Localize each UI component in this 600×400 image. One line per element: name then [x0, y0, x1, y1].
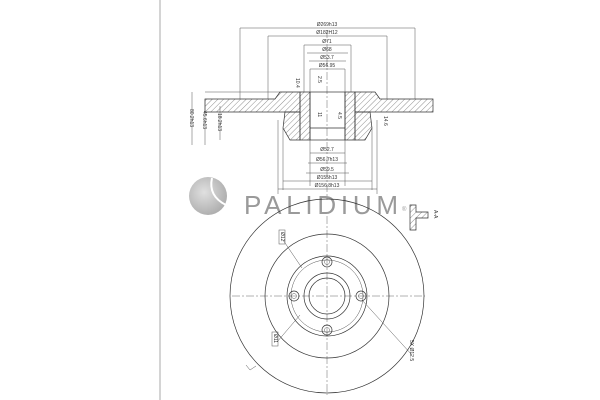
dim-label: Ø52.7	[320, 147, 334, 153]
dim-label: Ø53.7	[320, 55, 334, 61]
dim-label: Ø68	[322, 47, 332, 53]
section-view: Ø269h13 Ø182H12 Ø71 Ø68 Ø53.7 Ø56.95 80.…	[188, 22, 434, 200]
registered-mark: ®	[402, 206, 407, 213]
front-view: Ø12 Ø11 5X Ø12.5	[229, 198, 425, 395]
dim-label: 11	[316, 112, 322, 117]
dim-label: 4.5	[336, 112, 342, 119]
logo-emblem-icon	[189, 177, 227, 215]
dim-label: 45.6h13	[201, 111, 207, 129]
dim-label: Ø269h13	[317, 22, 338, 28]
dim-label: Ø156.8h13	[315, 183, 340, 189]
dim-label: Ø59.5	[320, 167, 334, 173]
dim-label: Ø155h13	[317, 175, 338, 181]
dim-label: 18.2h13	[216, 113, 222, 131]
dim-label: Ø56.95	[319, 63, 336, 69]
callout-label: Ø12	[279, 232, 285, 242]
section-detail: A-A	[409, 204, 438, 231]
dim-label: 10.4	[294, 78, 300, 88]
callout-label: Ø11	[272, 334, 278, 343]
dim-label: 80.2h13	[188, 109, 194, 127]
dim-label: Ø56.7h13	[316, 157, 338, 163]
palidium-logo: PALIDIUM ®	[189, 177, 407, 220]
callout-label: 5X Ø12.5	[408, 340, 414, 361]
section-label: A-A	[432, 210, 438, 219]
dim-label: Ø71	[322, 39, 332, 45]
dim-label: Ø182H12	[316, 30, 338, 36]
dim-label: 2.5	[316, 76, 322, 83]
dim-label: 14.6	[382, 116, 388, 126]
brand-name: PALIDIUM	[244, 190, 398, 220]
